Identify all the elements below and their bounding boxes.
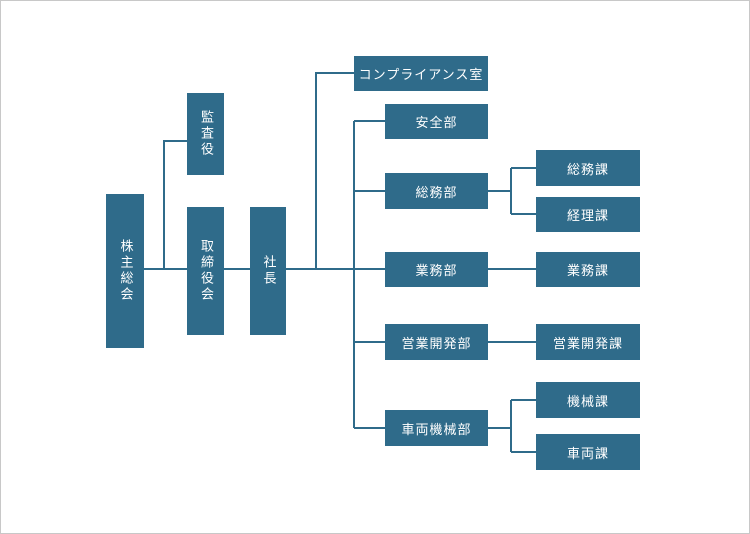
vehicle-section-box: 車両課 [536,434,640,470]
safety-dept-box: 安全部 [385,104,488,139]
operations-dept-box: 業務部 [385,252,488,287]
shareholders-meeting-box: 株主総会 [106,194,144,348]
operations-section-box: 業務課 [536,252,640,287]
business-development-dept-box: 営業開発部 [385,324,488,360]
compliance-office-box: コンプライアンス室 [354,56,488,91]
vehicle-machinery-dept-box: 車両機械部 [385,410,488,446]
business-development-section-box: 営業開発課 [536,324,640,360]
president-box: 社長 [250,207,286,335]
general-affairs-section-box: 総務課 [536,150,640,186]
general-affairs-dept-box: 総務部 [385,173,488,209]
accounting-section-box: 経理課 [536,197,640,232]
board-of-directors-box: 取締役会 [187,207,224,335]
machinery-section-box: 機械課 [536,382,640,418]
auditor-box: 監査役 [187,93,224,175]
